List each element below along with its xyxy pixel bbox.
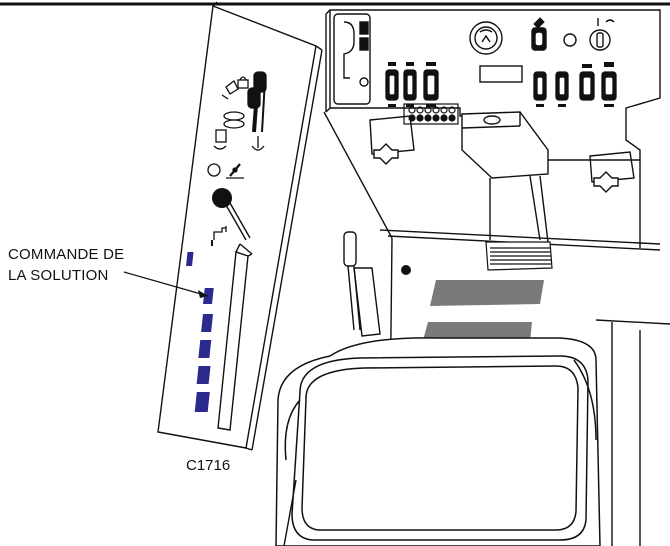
dashboard-switch-row	[385, 69, 617, 101]
right-pedal-bracket	[589, 151, 635, 193]
solution-knob	[212, 188, 251, 241]
steering-column	[461, 111, 549, 243]
lever-segment	[194, 392, 210, 412]
floor-hole	[401, 265, 411, 275]
dashboard-switch	[555, 71, 569, 101]
solution-shutoff-icon	[207, 163, 244, 179]
lever-segment	[196, 366, 211, 384]
seat-rail-left	[283, 479, 297, 546]
switch-legend-marks	[388, 62, 614, 107]
brush-up-icon	[221, 80, 239, 100]
callout-label-line2: LA SOLUTION	[8, 267, 109, 284]
horn-switch	[531, 27, 547, 51]
side-console-panel	[157, 1, 323, 451]
dashboard-switch	[601, 71, 617, 101]
lever-segment	[201, 314, 213, 332]
brush-down-icon	[237, 76, 249, 89]
indicator-lamp	[563, 33, 577, 47]
solution-control-icon	[211, 226, 227, 246]
solution-lever	[217, 243, 253, 431]
operator-seat	[275, 337, 601, 546]
lever-segment	[186, 252, 194, 266]
lever-segment	[203, 288, 214, 304]
parking-brake-lever	[343, 231, 381, 337]
squeegee-down-icon	[251, 136, 265, 151]
key-switch-icon	[589, 18, 615, 51]
callout-label-line1: COMMANDE DE	[8, 246, 125, 263]
dashboard-switch	[533, 71, 547, 101]
callout-leader	[123, 271, 209, 298]
accelerator-pedal	[485, 241, 553, 271]
horn-icon	[533, 17, 545, 29]
dashboard-switch	[403, 69, 417, 101]
lever-segment	[198, 340, 212, 358]
squeegee-up-icon	[213, 129, 227, 150]
figure-code-label: C1716	[186, 457, 231, 474]
fuse-block	[403, 103, 459, 125]
dashboard-switch	[579, 71, 595, 101]
dashboard-display	[479, 65, 523, 83]
dashboard-switch-bank-left	[343, 21, 369, 87]
dashboard-switch	[423, 69, 439, 101]
brush-lift-levers	[223, 71, 267, 133]
dashboard-switch	[385, 69, 399, 101]
left-pedal-bracket	[369, 115, 415, 165]
floor-pad-upper	[430, 280, 544, 306]
hour-meter-icon	[469, 21, 503, 55]
solution-lever-scale	[186, 252, 214, 412]
